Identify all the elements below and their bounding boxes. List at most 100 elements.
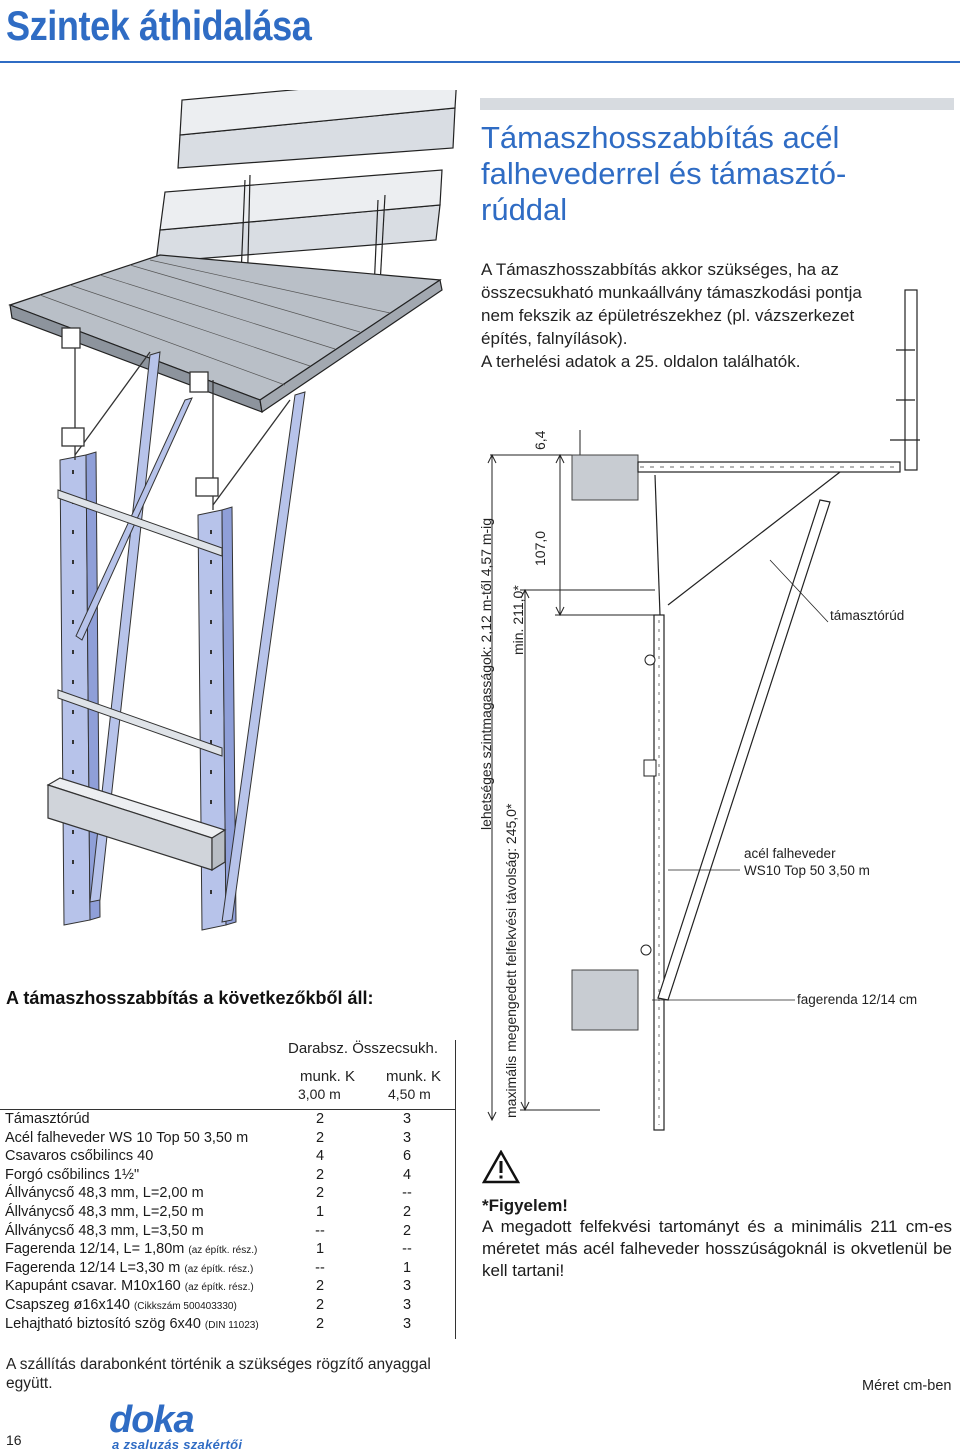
doka-logo: doka: [109, 1402, 196, 1438]
dim-max-support: maximális megengedett felfekvési távolsá…: [503, 803, 519, 1118]
side-view-drawing: [487, 289, 920, 1131]
qty-4-5m: 3: [402, 1315, 412, 1332]
part-name: Állványcső 48,3 mm, L=2,50 m: [5, 1203, 204, 1222]
intro-line: építés, falnyílások).: [481, 329, 628, 348]
qty-3m: 2: [315, 1185, 325, 1202]
qty-4-5m: 3: [402, 1111, 412, 1127]
part-name-text: Kapupánt csavar. M10x160: [5, 1278, 181, 1295]
table-row: Állványcső 48,3 mm, L=3,50 m -- 2: [0, 1222, 456, 1241]
units-note: Méret cm-ben: [862, 1378, 952, 1394]
part-name: Acél falheveder WS 10 Top 50 3,50 m: [5, 1129, 248, 1148]
label-waler-1: acél falheveder: [744, 846, 836, 861]
qty-3m: 2: [315, 1315, 325, 1332]
qty-3m: 1: [315, 1241, 325, 1258]
qty-4-5m: 2: [402, 1203, 412, 1220]
table-row: Forgó csőbilincs 1½" 2 4: [0, 1166, 456, 1185]
part-name-text: Támasztórúd: [5, 1111, 90, 1127]
qty-3m: --: [315, 1222, 325, 1239]
page-title: Szintek áthidalása: [6, 2, 312, 49]
qty-4-5m: 3: [402, 1129, 412, 1146]
part-note: (az építk. rész.): [184, 1282, 254, 1294]
part-note: (DIN 11023): [204, 1319, 259, 1331]
section-heading-line: falhevederrel és támasztó-: [481, 156, 847, 191]
qty-4-5m: 1: [402, 1259, 412, 1276]
dim-6-4: 6,4: [532, 430, 548, 450]
section-bar: [480, 98, 954, 110]
part-name-text: Csapszeg ø16x140: [5, 1296, 130, 1313]
qty-4-5m: 4: [402, 1166, 412, 1183]
qty-3m: --: [315, 1259, 325, 1276]
intro-text: A Támaszhosszabbítás akkor szükséges, ha…: [481, 258, 951, 373]
qty-4-5m: 3: [402, 1278, 412, 1295]
part-name-text: Acél falheveder WS 10 Top 50 3,50 m: [5, 1129, 249, 1146]
warning-icon: [482, 1150, 520, 1184]
warning-text: A megadott felfekvési tartományt és a mi…: [482, 1217, 952, 1280]
qty-3m: 2: [315, 1278, 325, 1295]
svg-text:doka: doka: [109, 1402, 195, 1438]
part-name-text: Állványcső 48,3 mm, L=2,50 m: [5, 1203, 204, 1220]
intro-line: összecsukható munkaállvány támaszkodási …: [481, 283, 862, 302]
logo-slogan: a zsaluzás szakértői: [112, 1437, 243, 1452]
label-waler-2: WS10 Top 50 3,50 m: [744, 863, 870, 878]
part-name-text: Állványcső 48,3 mm, L=3,50 m: [5, 1222, 204, 1239]
title-rule: [0, 61, 960, 63]
intro-line: A terhelési adatok a 25. oldalon találha…: [481, 352, 801, 371]
footnote: A szállítás darabonként történik a szüks…: [6, 1356, 431, 1392]
col-group-header: Darabsz. Összecsukh.: [288, 1040, 439, 1057]
page-number: 16: [6, 1432, 22, 1448]
col2-header-1: munk. K: [386, 1068, 442, 1085]
col2-header-2: 4,50 m: [388, 1086, 431, 1102]
part-name: Fagerenda 12/14 L=3,30 m (az építk. rész…: [5, 1259, 253, 1280]
label-beam: fagerenda 12/14 cm: [797, 992, 918, 1007]
col1-header-1: munk. K: [300, 1068, 356, 1085]
part-note: (Cikkszám 500403330): [133, 1300, 237, 1312]
table-row: Acél falheveder WS 10 Top 50 3,50 m 2 3: [0, 1129, 456, 1148]
parts-list-title: A támaszhosszabbítás a következőkből áll…: [6, 988, 374, 1008]
intro-line: A Támaszhosszabbítás akkor szükséges, ha…: [481, 260, 839, 279]
section-heading-line: Támaszhosszabbítás acél: [481, 120, 840, 155]
part-name: Csapszeg ø16x140 (Cikkszám 500403330): [5, 1296, 237, 1317]
qty-4-5m: 3: [402, 1296, 412, 1313]
warning-title: *Figyelem!: [482, 1196, 568, 1215]
table-row: Támasztórúd 2 3: [0, 1110, 456, 1129]
qty-4-5m: --: [402, 1241, 412, 1258]
table-top-rule: [0, 1109, 456, 1110]
qty-4-5m: 6: [402, 1148, 412, 1165]
label-prop: támasztórúd: [830, 608, 905, 623]
part-name: Állványcső 48,3 mm, L=3,50 m: [5, 1222, 204, 1241]
qty-3m: 2: [315, 1166, 325, 1183]
part-name: Állványcső 48,3 mm, L=2,00 m: [5, 1184, 204, 1203]
lower-slab: [571, 969, 639, 1031]
part-name: Lehajtható biztosító szög 6x40 (DIN 1102…: [5, 1315, 259, 1336]
part-name: Csavaros csőbilincs 40: [5, 1147, 153, 1166]
part-name: Kapupánt csavar. M10x160 (az építk. rész…: [5, 1277, 254, 1298]
table-right-rule: [455, 1040, 456, 1339]
table-row: Lehajtható biztosító szög 6x40 (DIN 1102…: [0, 1315, 456, 1334]
part-name-text: Lehajtható biztosító szög 6x40: [5, 1315, 201, 1332]
table-row: Fagerenda 12/14 L=3,30 m (az építk. rész…: [0, 1259, 456, 1278]
upper-slab: [571, 454, 639, 501]
intro-line: nem fekszik az épületrészekhez (pl. vázs…: [481, 306, 855, 325]
dim-level-range: lehetséges szintmagasságok: 2,12 m-től 4…: [478, 517, 494, 830]
part-name-text: Csavaros csőbilincs 40: [5, 1148, 154, 1165]
table-row: Fagerenda 12/14, L= 1,80m (az építk. rés…: [0, 1240, 456, 1259]
part-name-text: Fagerenda 12/14 L=3,30 m: [5, 1259, 181, 1276]
part-name-text: Fagerenda 12/14, L= 1,80m: [5, 1241, 185, 1258]
table-row: Csapszeg ø16x140 (Cikkszám 500403330) 2 3: [0, 1296, 456, 1315]
dim-min-211: min. 211,0*: [510, 585, 526, 655]
section-heading: Támaszhosszabbítás acél falhevederrel és…: [481, 120, 951, 228]
col1-header-2: 3,00 m: [298, 1086, 341, 1102]
part-name-text: Forgó csőbilincs 1½": [5, 1166, 140, 1183]
qty-4-5m: 2: [402, 1222, 412, 1239]
qty-3m: 2: [315, 1111, 325, 1127]
part-note: (az építk. rész.): [184, 1263, 254, 1275]
qty-3m: 2: [315, 1296, 325, 1313]
section-heading-line: rúddal: [481, 192, 568, 227]
qty-3m: 2: [315, 1129, 325, 1146]
part-name: Fagerenda 12/14, L= 1,80m (az építk. rés…: [5, 1240, 257, 1261]
part-name: Forgó csőbilincs 1½": [5, 1166, 139, 1185]
part-name-text: Állványcső 48,3 mm, L=2,00 m: [5, 1185, 204, 1202]
